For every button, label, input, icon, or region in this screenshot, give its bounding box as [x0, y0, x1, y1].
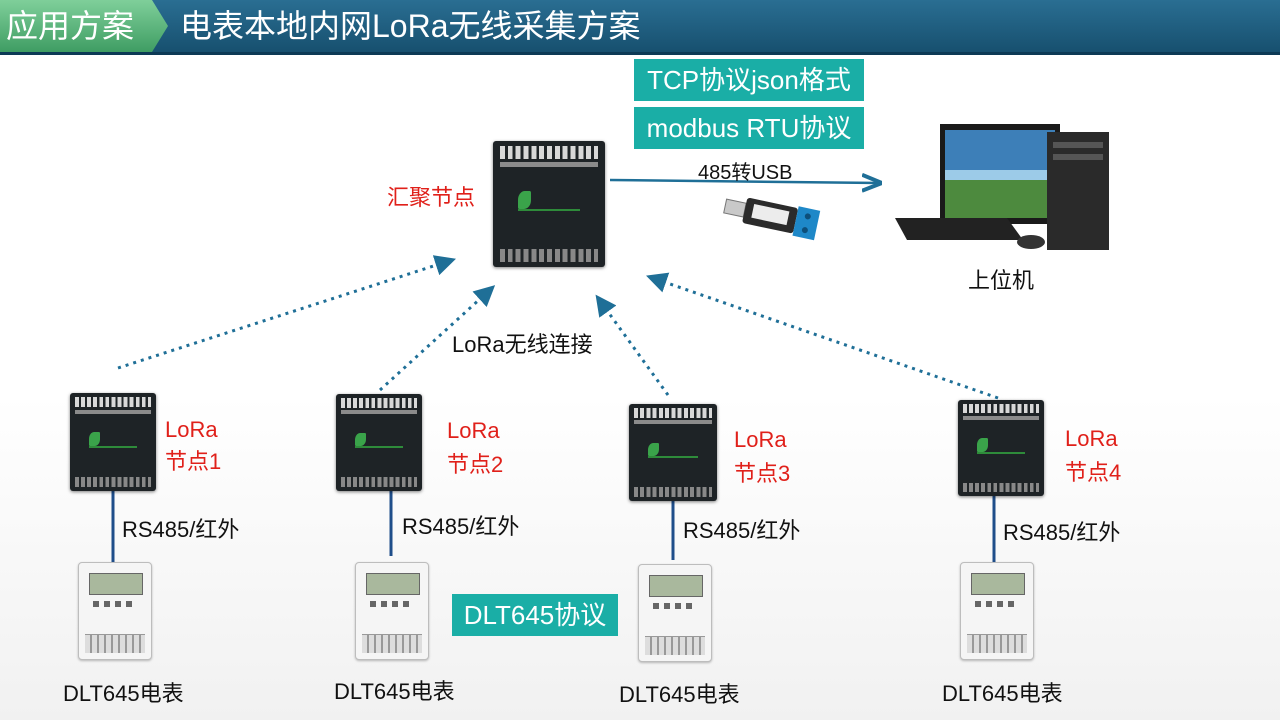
lora-node-3-device	[629, 404, 717, 501]
tcp-json-tag: TCP协议json格式	[634, 59, 864, 101]
meter-2	[355, 562, 429, 660]
usb-link-arrow	[609, 180, 880, 183]
dlt645-tag: DLT645协议	[452, 594, 618, 636]
node-1-link-label: RS485/红外	[122, 517, 240, 542]
lora-node-1-device	[70, 393, 156, 491]
wireless-arrow-4	[646, 272, 999, 400]
node-2-title: LoRa	[447, 418, 500, 443]
node-3-link-label: RS485/红外	[683, 518, 801, 543]
meter-2-label: DLT645电表	[334, 679, 455, 704]
meter-3-label: DLT645电表	[619, 682, 740, 707]
modbus-rtu-tag: modbus RTU协议	[634, 107, 864, 149]
meter-1	[78, 562, 152, 660]
meter-3	[638, 564, 712, 662]
host-label: 上位机	[968, 268, 1035, 293]
wireless-arrow-2	[378, 285, 496, 392]
host-computer-icon	[895, 124, 1109, 250]
header-divider	[0, 52, 1280, 55]
lora-node-4-device	[958, 400, 1044, 496]
meter-4-label: DLT645电表	[942, 681, 1063, 706]
meter-1-label: DLT645电表	[63, 681, 184, 706]
node-4-title: LoRa	[1065, 426, 1118, 451]
gateway-label: 汇聚节点	[387, 185, 476, 210]
node-2-link-label: RS485/红外	[402, 514, 520, 539]
node-4-link-label: RS485/红外	[1003, 520, 1121, 545]
wireless-arrow-1	[117, 255, 456, 370]
node-3-title: LoRa	[734, 427, 787, 452]
gateway-device	[493, 141, 605, 267]
node-2-name: 节点2	[447, 452, 504, 477]
lora-node-2-device	[336, 394, 422, 491]
usb-converter-label: 485转USB	[698, 162, 793, 184]
wireless-arrow-3	[595, 294, 670, 396]
page-title: 电表本地内网LoRa无线采集方案	[180, 8, 641, 44]
section-tab: 应用方案	[0, 0, 168, 52]
title-bar: 应用方案 电表本地内网LoRa无线采集方案	[0, 0, 1280, 52]
node-1-title: LoRa	[165, 417, 218, 442]
node-3-name: 节点3	[734, 461, 791, 486]
node-1-name: 节点1	[165, 449, 222, 474]
node-4-name: 节点4	[1065, 460, 1122, 485]
meter-4	[960, 562, 1034, 660]
usb-converter-icon	[723, 197, 821, 241]
lora-link-label: LoRa无线连接	[452, 332, 593, 357]
